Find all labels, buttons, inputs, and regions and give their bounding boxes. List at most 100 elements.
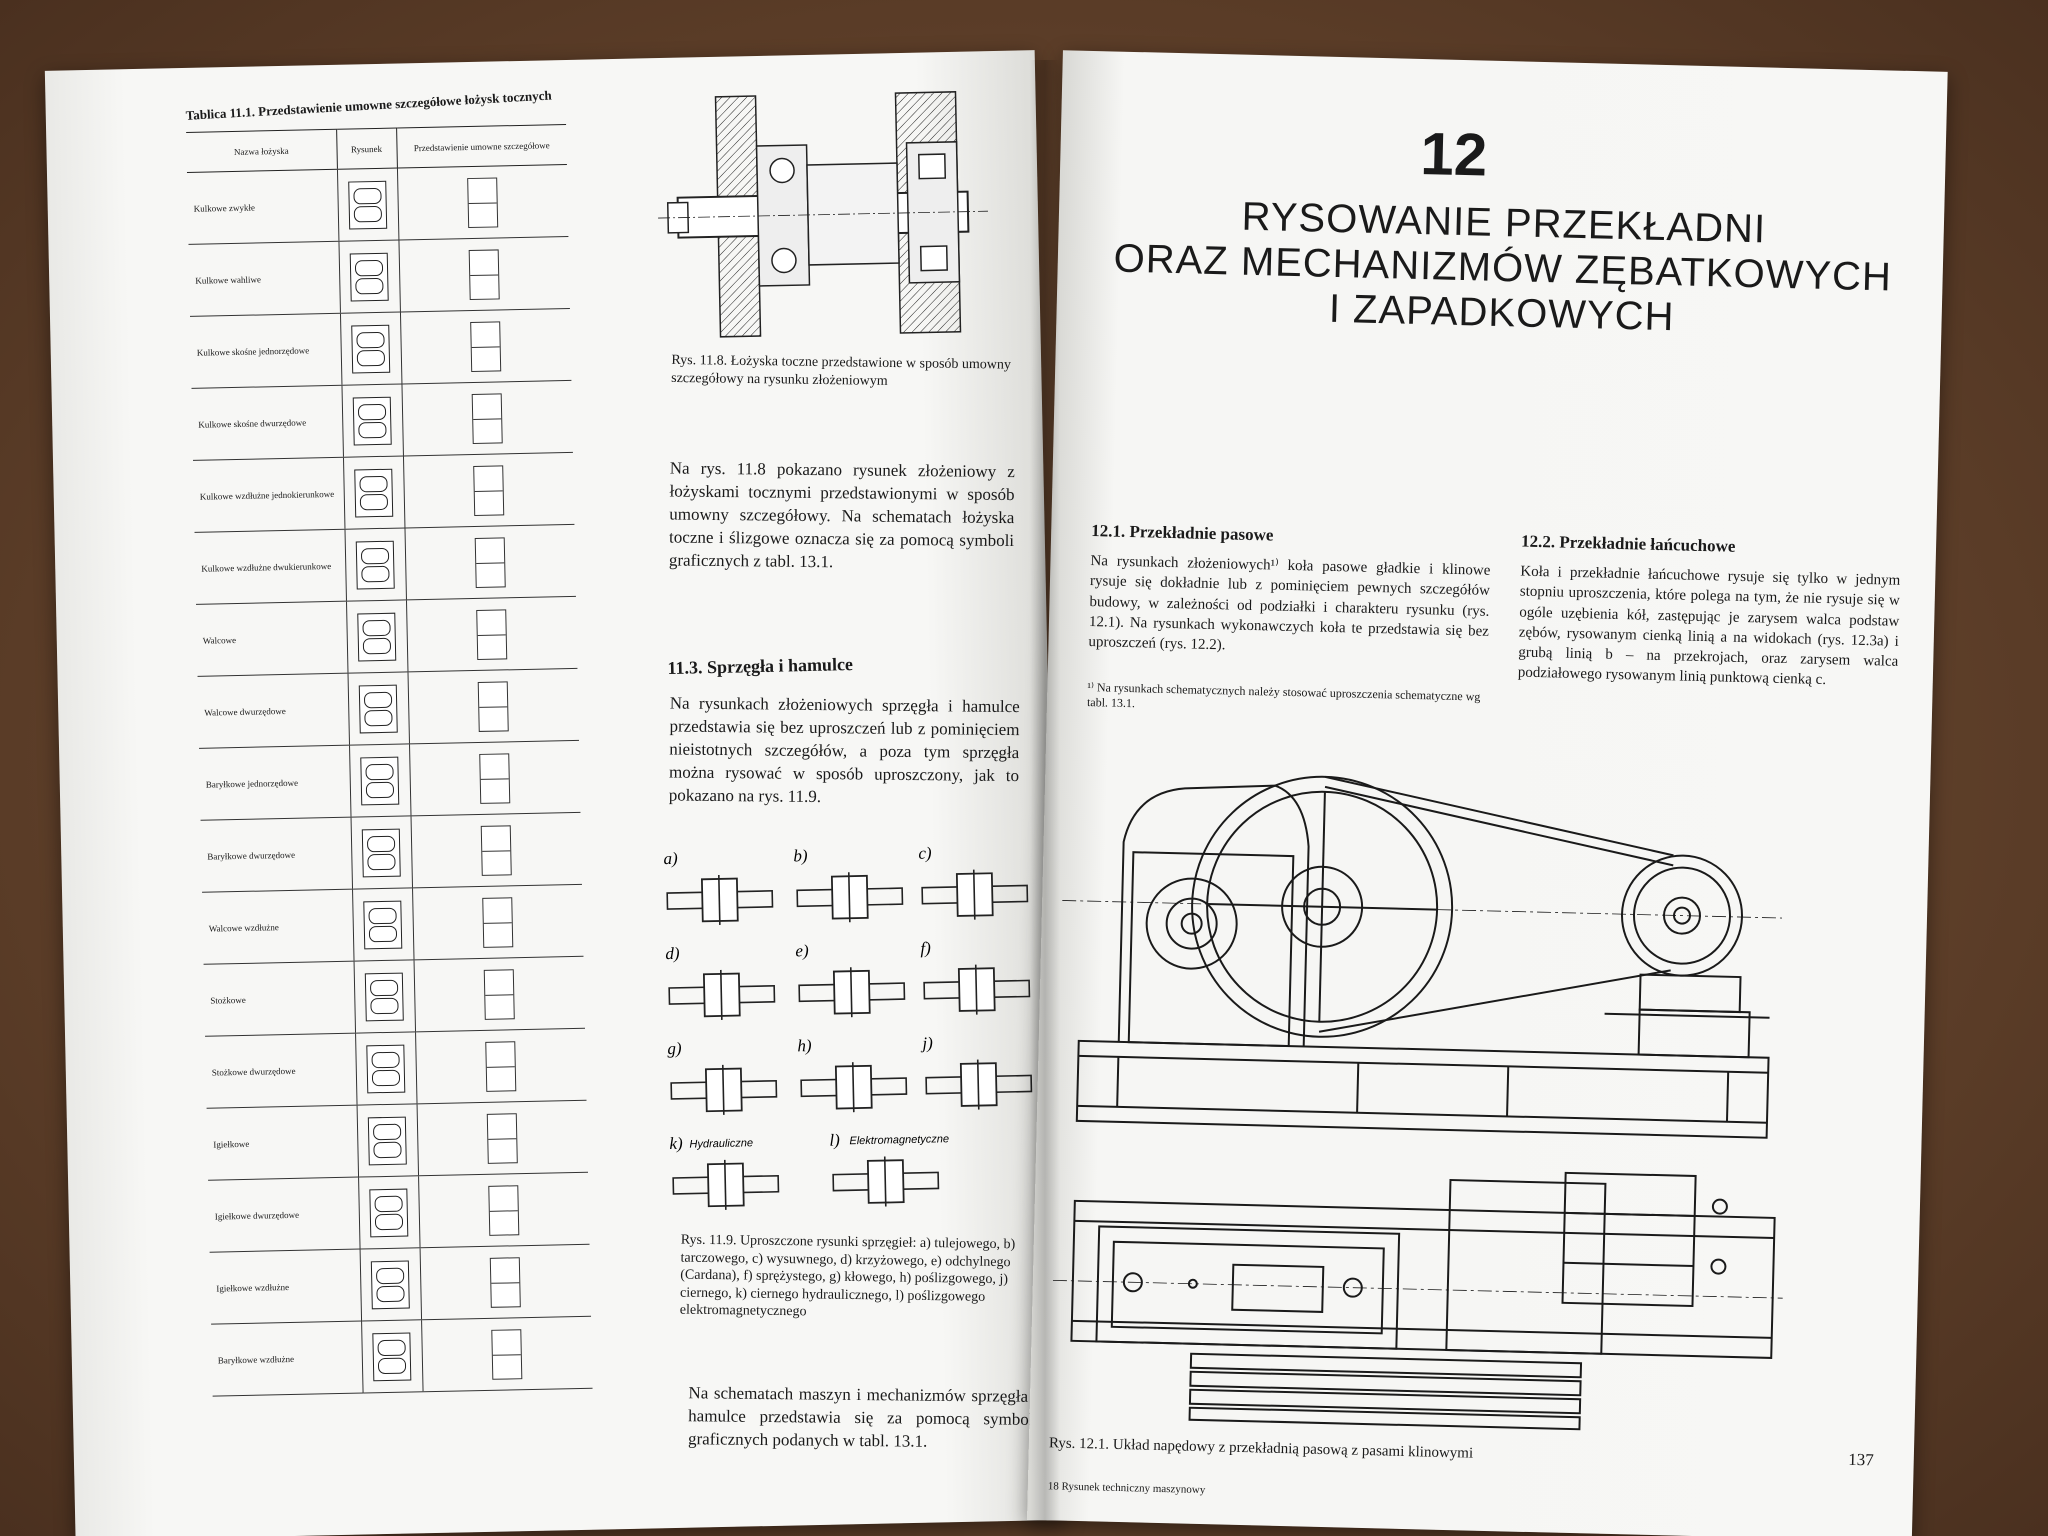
bearing-symbol-icon [467,176,499,228]
bearing-symbol-cell [401,380,573,456]
coupling-figure: h) [797,1036,908,1113]
section-heading-12-2: 12.2. Przekładnie łańcuchowe [1520,531,1736,556]
coupling-figure: k) [669,1134,780,1210]
bearing-drawing-cell [342,455,405,530]
bearing-drawing-icon [351,324,391,374]
bearing-drawing-icon [366,1044,406,1093]
bearing-drawing-cell [338,240,400,314]
bearing-symbol-icon [479,752,511,804]
bearing-name: Baryłkowe jednorzędowe [199,745,351,821]
coupling-tag: Hydrauliczne [689,1137,753,1150]
coupling-figure: f) [920,939,1031,1015]
book-spine [1030,60,1060,1520]
bearing-symbol-cell [410,812,582,888]
bearing-name: Walcowe dwurzędowe [197,673,350,749]
table-row: Kulkowe zwykłe [186,164,569,245]
section-heading-11-3: 11.3. Sprzęgła i hamulce [667,654,854,678]
bearing-symbol-cell [402,452,575,528]
bearing-symbol-icon [490,1256,522,1308]
section-text-12-2: Koła i przekładnie łańcuchowe rysuje się… [1517,563,1901,689]
bearing-name: Stożkowe dwurzędowe [205,1033,357,1109]
fig-11-8-drawing [655,81,1000,348]
bearing-drawing-cell [359,1247,422,1322]
left-page: Tablica 11.1. Przedstawienie umowne szcz… [44,50,1066,1536]
table-row: Kulkowe skośne dwurzędowe [191,380,573,461]
bearing-drawing-icon [355,540,395,589]
bearing-symbol-icon [482,896,514,948]
coupling-label: b) [793,846,808,865]
coupling-label: k) [669,1134,683,1153]
table-row: Kulkowe wzdłużne jednokierunkowe [193,452,575,533]
section-12-2: 12.2. Przekładnie łańcuchowe Koła i prze… [1518,532,1902,693]
section-heading-12-1: 12.1. Przekładnie pasowe [1090,521,1274,545]
bearing-drawing-icon [354,468,394,517]
bearing-drawing-cell [349,743,411,818]
bearing-drawing-cell [356,1103,419,1178]
bearing-drawing-icon [357,612,397,661]
belt-drive-svg [1052,775,1783,1431]
coupling-figure: l) [829,1130,940,1207]
coupling-label: l) [829,1130,840,1149]
table-row: Baryłkowe jednorzędowe [199,740,581,821]
table-row: Igiełkowe wzdłużne [209,1244,592,1325]
bearing-symbol-cell [416,1100,589,1176]
bearing-symbol-icon [471,392,503,444]
bearing-symbol-cell [415,1028,587,1104]
bearing-name: Kulkowe wzdłużne jednokierunkowe [193,457,345,533]
coupling-label: j) [920,1034,933,1053]
bearing-drawing-cell [361,1319,423,1394]
bearing-drawing-icon [349,252,389,302]
table-row: Kulkowe skośne jednorzędowe [189,308,572,389]
bearing-assembly-svg [658,91,988,338]
coupling-figure: j) [920,1034,1033,1110]
bearing-drawing-icon [363,900,403,949]
footnote: ¹⁾ Na rysunkach schematycznych należy st… [1086,680,1481,711]
bearing-drawing-icon [372,1332,412,1381]
bearing-drawing-icon [360,756,400,805]
bearing-symbol-icon [468,248,500,300]
bearing-drawing-icon [348,180,388,230]
bearing-drawing-icon [367,1116,407,1165]
bearing-symbol-icon [487,1112,519,1164]
coupling-label: h) [797,1036,812,1055]
section-text-12-1: Na rysunkach złożeniowych¹⁾ koła pasowe … [1088,553,1491,654]
bearing-symbol-cell [413,956,585,1032]
bearing-name: Kulkowe skośne jednorzędowe [189,313,342,389]
bearing-name: Walcowe [196,601,348,677]
table-row: Baryłkowe dwurzędowe [200,812,582,893]
bearing-drawing-cell [350,815,413,890]
footer-note: 18 Rysunek techniczny maszynowy [1047,1480,1206,1497]
coupling-label: c) [918,843,932,862]
paragraph-11-3: Na rysunkach złożeniowych sprzęgła i ham… [668,693,1020,806]
bearing-drawing-icon [352,396,392,446]
bearing-drawing-icon [364,972,404,1021]
bearing-name: Igiełkowe [206,1105,359,1181]
bearing-symbol-icon [485,1040,517,1092]
bearing-symbol-cell [405,596,578,672]
coupling-tag: Elektromagnetyczne [849,1133,949,1147]
bearing-drawing-icon [361,828,401,877]
bearing-name: Baryłkowe wzdłużne [211,1321,363,1397]
bearing-drawing-cell [336,168,399,242]
paragraph-11-8: Na rys. 11.8 pokazano rysunek złożeniowy… [668,458,1015,571]
coupling-label: g) [667,1039,682,1058]
bearing-drawing-cell [344,527,406,602]
table-row: Igiełkowe [206,1100,589,1181]
bearing-name: Kulkowe skośne dwurzędowe [191,385,343,461]
bearing-drawing-icon [358,684,398,733]
bearing-name: Igiełkowe dwurzędowe [208,1177,360,1253]
bearing-symbol-cell [419,1244,592,1320]
bearing-symbol-icon [470,320,502,372]
table-row: Stożkowe dwurzędowe [205,1028,587,1109]
bearing-symbol-cell [407,668,579,744]
chapter-number: 12 [1419,119,1489,189]
fig-12-1-drawing [1049,750,1895,1450]
header-name: Nazwa łożyska [186,129,337,173]
header-drawing: Rysunek [336,128,397,170]
table-row: Igiełkowe dwurzędowe [208,1172,590,1253]
bearing-symbol-cell [412,884,584,960]
coupling-figure: a) [663,849,774,925]
bearing-symbol-icon [477,680,509,732]
